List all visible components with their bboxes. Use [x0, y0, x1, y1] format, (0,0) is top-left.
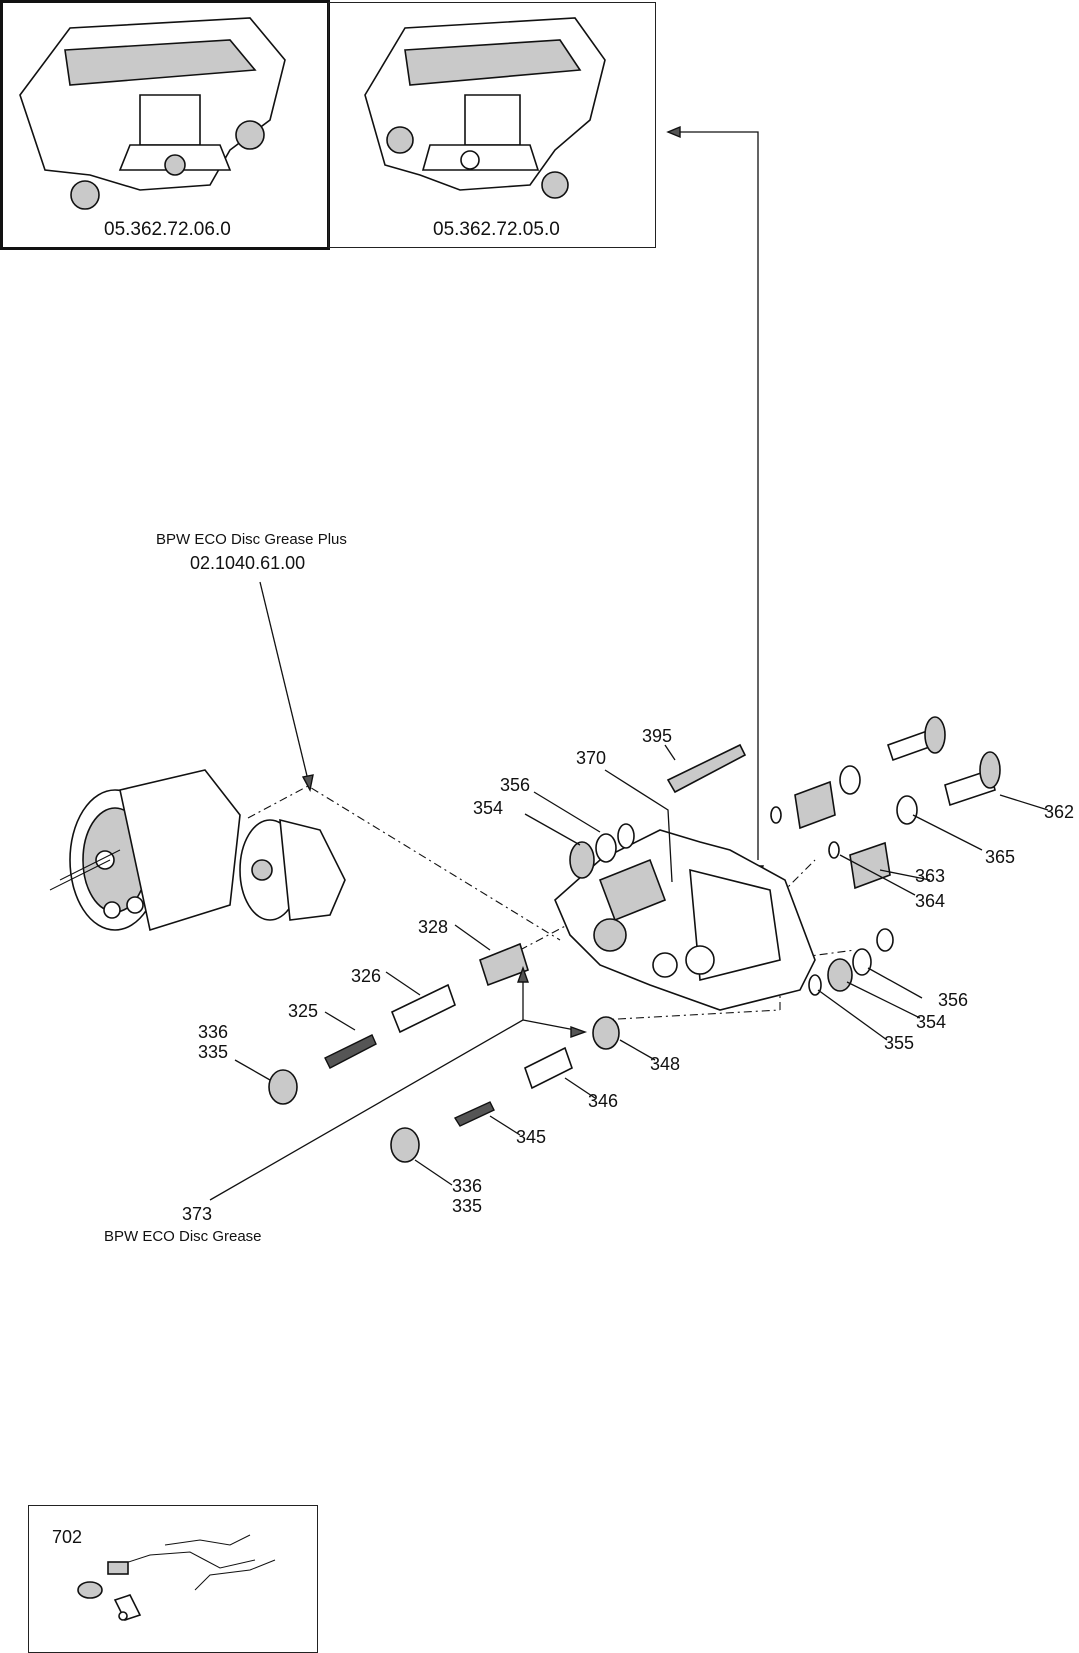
- part-label-373[interactable]: 373: [182, 1204, 213, 1224]
- caliper-thumbnail-06[interactable]: [19, 17, 286, 210]
- part-label-354-b[interactable]: 354: [916, 1012, 947, 1032]
- part-label-336-a[interactable]: 336: [198, 1022, 229, 1042]
- variant-code-06: 05.362.72.06.0: [104, 219, 231, 240]
- part-346-shape: [524, 1046, 573, 1090]
- grease-name: BPW ECO Disc Grease: [104, 1228, 262, 1245]
- part-label-345[interactable]: 345: [516, 1127, 547, 1147]
- part-label-364[interactable]: 364: [915, 891, 946, 911]
- caliper-body: [554, 829, 816, 1011]
- part-label-362[interactable]: 362: [1044, 802, 1075, 822]
- part-label-356[interactable]: 356: [500, 775, 531, 795]
- part-label-702[interactable]: 702: [52, 1527, 83, 1547]
- part-label-354[interactable]: 354: [473, 798, 504, 818]
- part-328-shape: [479, 942, 529, 987]
- part-label-336-b[interactable]: 336: [452, 1176, 483, 1196]
- guide-pins-right: [770, 716, 1001, 890]
- part-336-shape-b: [390, 1127, 420, 1163]
- variant-code-05: 05.362.72.05.0: [433, 219, 560, 240]
- part-336-shape-a: [268, 1069, 298, 1105]
- part-326-shape: [390, 983, 456, 1034]
- part-345-shape: [453, 1101, 495, 1127]
- caliper-thumbnail-05[interactable]: [364, 17, 606, 199]
- brake-chamber-large: [49, 769, 241, 932]
- sensor-cable-sketch: [77, 1534, 276, 1621]
- part-label-348[interactable]: 348: [650, 1054, 681, 1074]
- part-label-363[interactable]: 363: [915, 866, 946, 886]
- grease-plus-name: BPW ECO Disc Grease Plus: [156, 531, 347, 548]
- variant-box-05[interactable]: [328, 2, 656, 248]
- grease-plus-code: 02.1040.61.00: [190, 553, 306, 573]
- part-label-365[interactable]: 365: [985, 847, 1016, 867]
- part-325-shape: [324, 1034, 377, 1069]
- part-label-328[interactable]: 328: [418, 917, 449, 937]
- part-label-370[interactable]: 370: [576, 748, 607, 768]
- part-label-335-a[interactable]: 335: [198, 1042, 229, 1062]
- part-label-395[interactable]: 395: [642, 726, 673, 746]
- brake-chamber-small: [239, 818, 346, 921]
- part-348-shape: [592, 1016, 620, 1050]
- part-395-shape: [666, 743, 747, 794]
- part-label-335-b[interactable]: 335: [452, 1196, 483, 1216]
- part-label-326[interactable]: 326: [351, 966, 382, 986]
- part-label-356-b[interactable]: 356: [938, 990, 969, 1010]
- part-label-325[interactable]: 325: [288, 1001, 319, 1021]
- variant-box-06[interactable]: [0, 0, 330, 250]
- part-label-355[interactable]: 355: [884, 1033, 915, 1053]
- part-label-346[interactable]: 346: [588, 1091, 619, 1111]
